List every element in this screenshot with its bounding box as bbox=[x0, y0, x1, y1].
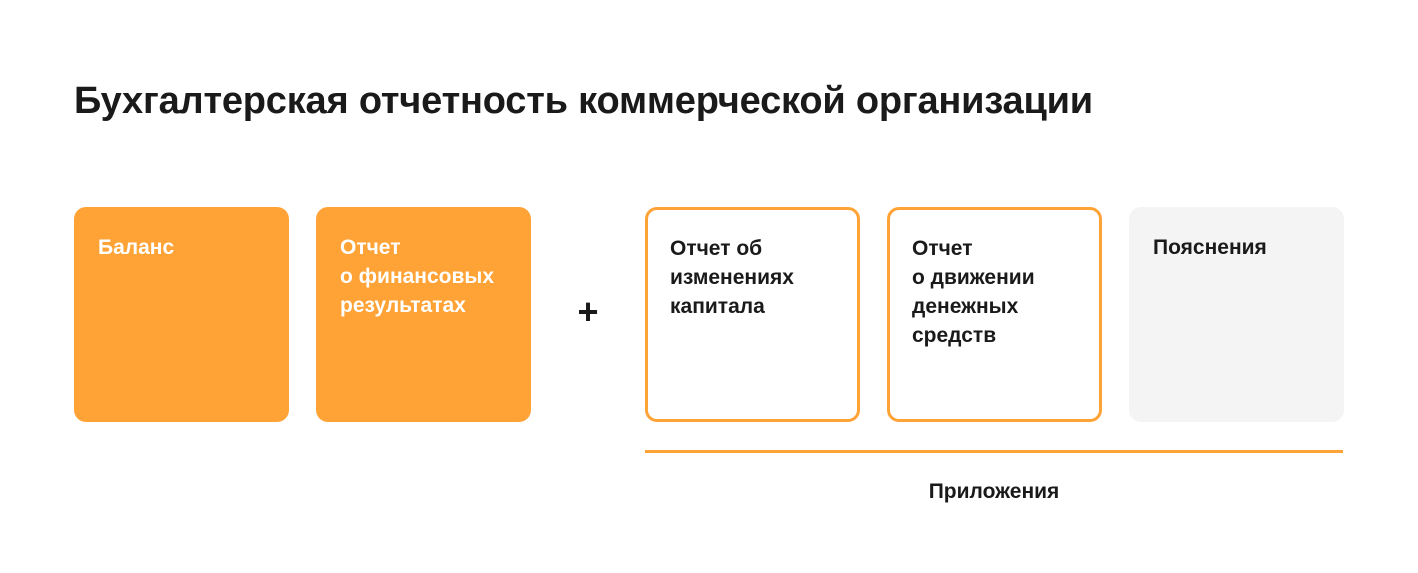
appendix-group-line bbox=[645, 450, 1343, 453]
card-balance-label: Баланс bbox=[98, 236, 175, 259]
plus-sign: + bbox=[577, 291, 599, 332]
card-cash-flow-label: Отчет о движении денежных средств bbox=[912, 237, 1035, 347]
card-capital-changes-label: Отчет об изменениях капитала bbox=[670, 237, 794, 318]
page-title: Бухгалтерская отчетность коммерческой ор… bbox=[74, 80, 1093, 122]
card-balance: Баланс bbox=[74, 207, 289, 422]
card-explanations-label: Пояснения bbox=[1153, 236, 1267, 259]
card-cash-flow: Отчет о движении денежных средств bbox=[887, 207, 1102, 422]
appendix-group-label: Приложения bbox=[928, 480, 1060, 503]
card-financial-results-label: Отчет о финансовых результатах bbox=[340, 236, 495, 317]
card-explanations: Пояснения bbox=[1129, 207, 1344, 422]
card-financial-results: Отчет о финансовых результатах bbox=[316, 207, 531, 422]
card-capital-changes: Отчет об изменениях капитала bbox=[645, 207, 860, 422]
